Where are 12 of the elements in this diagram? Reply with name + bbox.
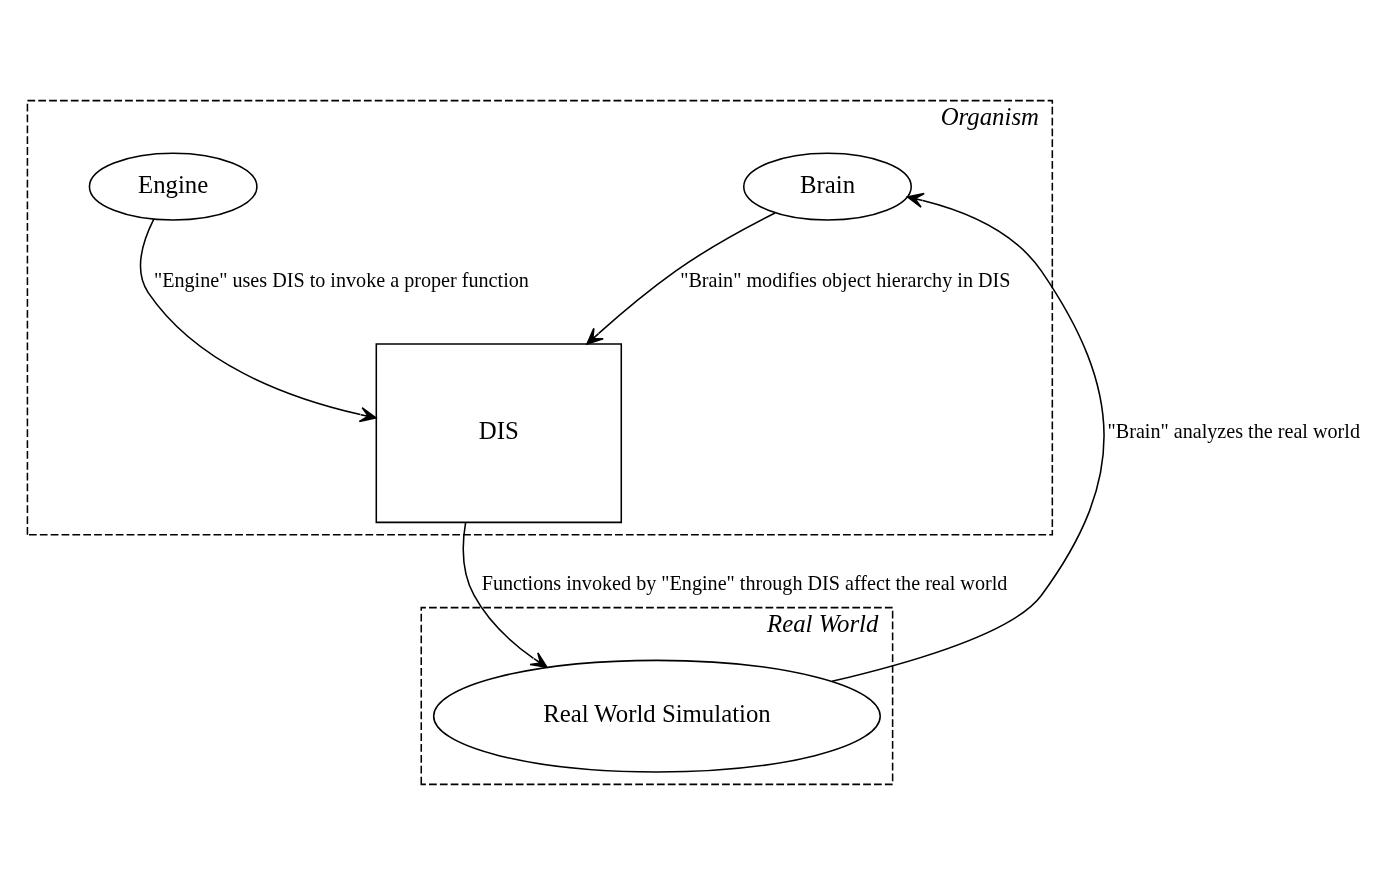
node-box: DIS bbox=[375, 342, 623, 523]
arrow bbox=[139, 218, 377, 422]
edge-label: "Brain" modifies object hierarchy in DIS bbox=[680, 268, 1011, 291]
arrow bbox=[462, 521, 548, 668]
node-ellipse: Engine bbox=[88, 152, 258, 221]
arrow bbox=[586, 211, 776, 345]
edge-label: "Brain" analyzes the real world bbox=[1107, 419, 1360, 442]
node-ellipse: Brain bbox=[743, 152, 912, 221]
node-ellipse: Real World Simulation bbox=[432, 659, 881, 773]
edge-label: "Engine" uses DIS to invoke a proper function bbox=[153, 268, 529, 291]
arrow bbox=[831, 192, 1105, 682]
edge-label: Functions invoked by "Engine" through DIS affect the real world bbox=[481, 571, 1008, 594]
